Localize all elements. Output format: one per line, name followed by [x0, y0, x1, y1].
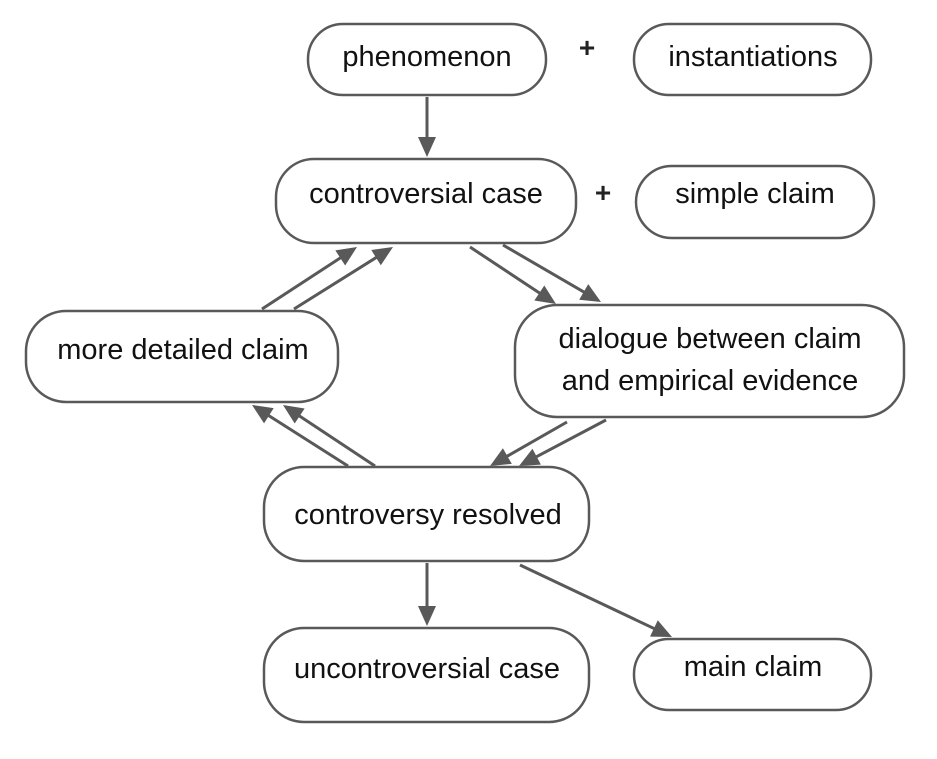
node-simple-claim: simple claim [634, 164, 876, 240]
arrow-detailed-to-controversial-b-line [293, 255, 379, 311]
arrow-controversial-to-dialogue-a-line [469, 245, 542, 296]
arrow-resolved-to-detailed-b-head [252, 405, 274, 424]
node-main-claim-label: main claim [684, 651, 823, 683]
node-controversy-resolved: controversy resolved [262, 465, 591, 563]
node-dialogue: dialogue between claim and empirical evi… [513, 303, 906, 419]
arrow-controversial-to-dialogue-b-line [502, 243, 587, 295]
arrow-controversial-to-dialogue-b [502, 243, 601, 302]
arrow-dialogue-to-resolved-b [519, 418, 607, 466]
arrow-phenomenon-to-controversial-head [418, 137, 436, 157]
arrow-dialogue-to-resolved-a-line [504, 420, 568, 459]
arrow-resolved-to-detailed-a-head [283, 405, 305, 424]
arrow-dialogue-to-resolved-a-head [490, 448, 512, 466]
arrow-detailed-to-controversial-b-head [371, 247, 393, 266]
node-uncontroversial-case-label: uncontroversial case [294, 653, 560, 685]
node-phenomenon: phenomenon [306, 22, 548, 97]
node-phenomenon-label: phenomenon [342, 41, 511, 73]
node-main-claim: main claim [632, 637, 873, 712]
plus-sign-top: + [579, 32, 595, 63]
arrow-resolved-to-detailed-b [252, 405, 349, 468]
node-controversy-resolved-label: controversy resolved [294, 499, 562, 531]
node-more-detailed-claim-label: more detailed claim [57, 334, 308, 366]
node-uncontroversial-case: uncontroversial case [262, 626, 591, 724]
arrow-resolved-to-main-claim-line [519, 563, 657, 631]
node-more-detailed-claim: more detailed claim [24, 309, 340, 404]
arrow-controversial-to-dialogue-b-head [579, 284, 601, 302]
arrow-detailed-to-controversial-a-line [261, 255, 343, 311]
arrow-resolved-to-uncontroversial-head [418, 606, 436, 626]
arrow-resolved-to-main-claim [519, 563, 672, 637]
edges [252, 97, 672, 637]
node-dialogue-label-line1: dialogue between claim [558, 323, 861, 355]
arrow-resolved-to-uncontroversial [418, 563, 436, 626]
plus-sign-middle: + [595, 177, 611, 208]
arrow-phenomenon-to-controversial [418, 97, 436, 157]
arrow-controversial-to-dialogue-a [469, 245, 556, 304]
arrow-resolved-to-detailed-b-line [266, 413, 349, 468]
arrow-dialogue-to-resolved-b-line [534, 418, 607, 459]
arrow-detailed-to-controversial-a [261, 247, 357, 311]
arrow-controversial-to-dialogue-a-head [534, 285, 556, 304]
node-controversial-case-label: controversial case [309, 178, 543, 210]
node-simple-claim-label: simple claim [675, 178, 835, 210]
node-instantiations-label: instantiations [668, 41, 837, 73]
arrow-dialogue-to-resolved-b-head [519, 448, 541, 466]
arrow-resolved-to-detailed-a [283, 405, 376, 468]
node-controversial-case: controversial case [274, 157, 578, 245]
arrow-detailed-to-controversial-b [293, 247, 393, 311]
arrow-resolved-to-detailed-a-line [297, 413, 376, 468]
node-instantiations: instantiations [632, 22, 873, 97]
arrow-dialogue-to-resolved-a [490, 420, 568, 466]
arrow-detailed-to-controversial-a-head [335, 247, 357, 266]
node-dialogue-label-line2: and empirical evidence [562, 365, 859, 397]
arrow-resolved-to-main-claim-head [650, 620, 672, 637]
